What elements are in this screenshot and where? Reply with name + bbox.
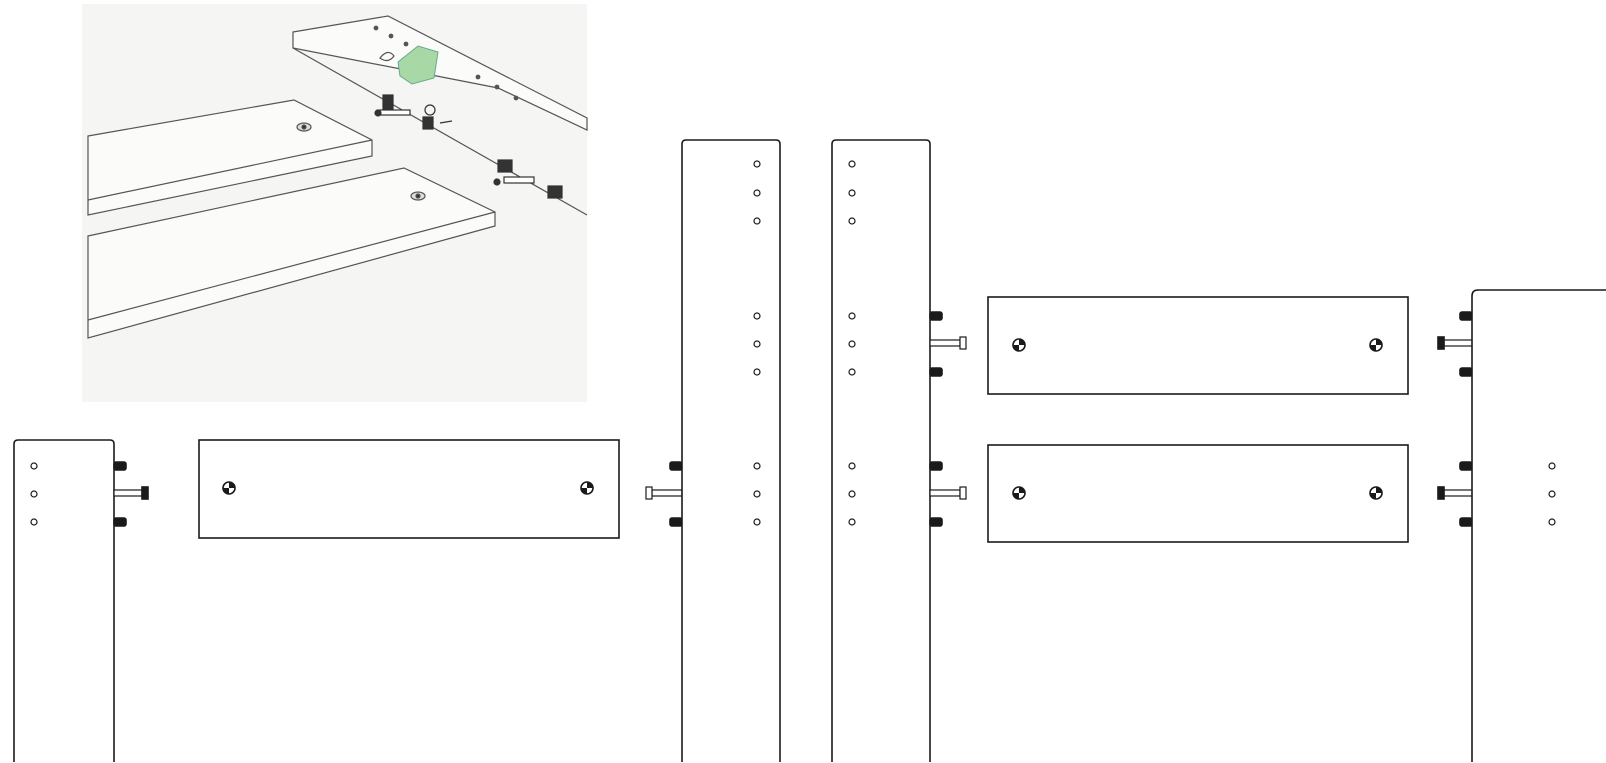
hole-icon [753,217,761,225]
middle-post-right-hardware-upper [929,311,967,377]
inset-plank-upper [87,99,373,216]
hole-icon [753,518,761,526]
hole-icon [753,462,761,470]
dowel-icon [669,517,683,527]
right-post-panel [1471,289,1606,762]
inset-plank-lower [87,167,496,339]
left-post-hardware [113,461,149,527]
dowel-icon [113,461,127,471]
hole-icon [848,462,856,470]
cam-lock-icon [1369,486,1383,500]
hole-icon [753,490,761,498]
hole-icon [753,189,761,197]
middle-post-panel-2 [831,139,931,762]
dowel-icon [1459,517,1473,527]
cam-lock-icon [1012,486,1026,500]
dowel-icon [1459,461,1473,471]
inset-top-board [292,15,588,216]
dowel-icon [929,311,943,321]
dowel-icon [669,461,683,471]
hole-icon [848,312,856,320]
hole-icon [848,368,856,376]
hole-icon [848,189,856,197]
hole-icon [848,160,856,168]
cam-lock-icon [222,481,236,495]
inset-allen-key-icon [397,45,439,85]
hole-icon [753,368,761,376]
cam-lock-icon [1369,338,1383,352]
left-post-panel [13,439,115,762]
hole-icon [1548,462,1556,470]
hole-icon [753,340,761,348]
hole-icon [848,217,856,225]
right-post-hardware-lower [1437,461,1475,527]
lower-rail-left [198,439,620,539]
hole-icon [30,518,38,526]
cam-lock-icon [580,481,594,495]
middle-post-left-hardware [645,461,683,527]
cam-bolt-icon [1437,486,1475,500]
inset-hardware [374,94,563,199]
dowel-icon [929,461,943,471]
hole-icon [30,490,38,498]
hole-icon [848,340,856,348]
cam-bolt-icon [929,336,967,350]
cam-bolt-icon [1437,336,1475,350]
hole-icon [753,160,761,168]
middle-post-right-hardware-lower [929,461,967,527]
dowel-icon [929,367,943,377]
hole-icon [30,462,38,470]
dowel-icon [1459,367,1473,377]
cam-bolt-icon [645,486,683,500]
cam-lock-icon [1012,338,1026,352]
hole-icon [1548,490,1556,498]
dowel-icon [929,517,943,527]
inset-illustration [82,4,588,402]
dowel-icon [1459,311,1473,321]
hole-icon [848,490,856,498]
right-post-hardware-upper [1437,311,1475,377]
cam-bolt-icon [113,486,149,500]
dowel-icon [113,517,127,527]
upper-rail-right [987,296,1409,395]
hole-icon [753,312,761,320]
lower-rail-right [987,444,1409,543]
cam-bolt-icon [929,486,967,500]
hole-icon [1548,518,1556,526]
middle-post-panel-1 [681,139,781,762]
hole-icon [848,518,856,526]
